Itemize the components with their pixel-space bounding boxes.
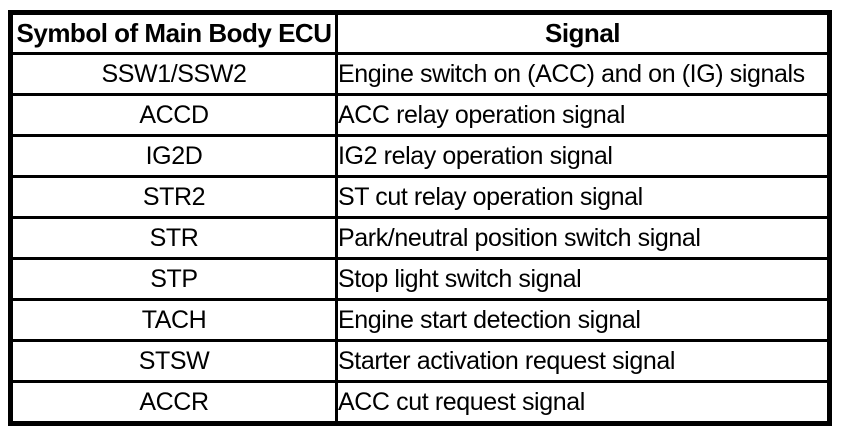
header-symbol-of-main-body-ecu: Symbol of Main Body ECU [9,11,338,55]
symbol-cell: ACCR [9,380,338,425]
symbol-cell: TACH [9,298,338,342]
signal-cell: Starter activation request signal [335,339,831,383]
symbol-cell: STP [9,257,338,301]
symbol-cell: STR2 [9,175,338,219]
symbol-cell: SSW1/SSW2 [9,52,338,96]
signal-cell: Engine start detection signal [335,298,831,342]
signal-cell: Engine switch on (ACC) and on (IG) signa… [335,52,831,96]
signal-cell: ST cut relay operation signal [335,175,831,219]
signal-cell: Park/neutral position switch signal [335,216,831,260]
signal-cell: ACC cut request signal [335,380,831,425]
symbol-cell: IG2D [9,134,338,178]
symbol-cell: STR [9,216,338,260]
signal-cell: Stop light switch signal [335,257,831,301]
header-row: Symbol of Main Body ECU Signal [9,11,831,55]
header-signal: Signal [335,11,831,55]
signal-cell: IG2 relay operation signal [335,134,831,178]
signal-cell: ACC relay operation signal [335,93,831,137]
symbol-cell: ACCD [9,93,338,137]
symbol-cell: STSW [9,339,338,383]
ecu-signal-table: Symbol of Main Body ECU Signal SSW1/SSW2… [8,10,832,426]
